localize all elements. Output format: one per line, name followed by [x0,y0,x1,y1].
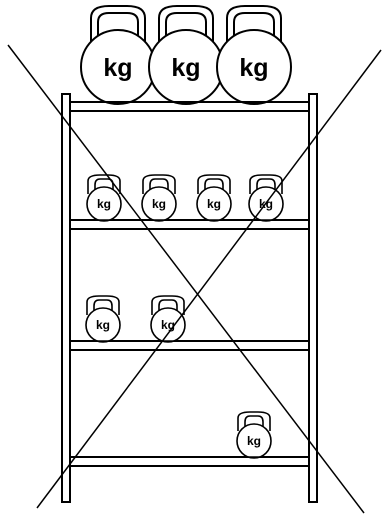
kettlebell: kg [80,5,156,105]
rack-left-post [61,93,71,503]
kettlebell-handle-outer [237,411,271,431]
shelf-board-middle [69,340,310,351]
shelf-board-upper [69,219,310,230]
kettlebell: kg [148,5,224,105]
kettlebell-handle-inner [204,178,224,194]
kettlebell-handle-inner [165,12,207,44]
cross-line-descending [7,44,365,514]
shelf-board-bottom [69,456,310,467]
kettlebell: kg [248,174,284,222]
kettlebell-handle-outer [158,5,214,44]
kettlebell-weight-label: kg [171,54,200,82]
kettlebell: kg [85,295,121,343]
kettlebell: kg [86,174,122,222]
kettlebell-handle-inner [97,12,139,44]
kettlebell: kg [196,174,232,222]
kettlebell-body [150,307,186,343]
kettlebell-handle-inner [256,178,276,194]
kettlebell-handle-outer [249,174,283,194]
kettlebell-handle-outer [226,5,282,44]
kettlebell-handle-inner [93,299,113,315]
kettlebell-weight-label: kg [97,197,111,211]
kettlebell-handle-inner [244,415,264,431]
kettlebell: kg [150,295,186,343]
kettlebell-handle-inner [158,299,178,315]
kettlebell-handle-outer [86,295,120,315]
kettlebell-body [196,186,232,222]
cross-line-ascending [36,49,382,509]
kettlebells-group: kg kg kg kg kg kg kg kg kg kg [80,5,292,459]
kettlebell-weight-label: kg [239,54,268,82]
kettlebell-weight-label: kg [247,434,261,448]
kettlebell-handle-outer [90,5,146,44]
kettlebell-handle-outer [197,174,231,194]
kettlebell-body [216,29,292,105]
shelf-rack [61,93,318,503]
kettlebell-handle-outer [142,174,176,194]
kettlebell: kg [141,174,177,222]
kettlebell-handle-outer [151,295,185,315]
kettlebell-weight-label: kg [207,197,221,211]
rack-right-post [308,93,318,503]
kettlebell-weight-label: kg [103,54,132,82]
kettlebell-weight-label: kg [161,318,175,332]
kettlebell-handle-inner [149,178,169,194]
kettlebell-handle-outer [87,174,121,194]
kettlebell-body [141,186,177,222]
kettlebell-weight-label: kg [96,318,110,332]
kettlebell: kg [216,5,292,105]
kettlebell: kg [236,411,272,459]
kettlebell-body [85,307,121,343]
kettlebell-handle-inner [233,12,275,44]
kettlebell-body [236,423,272,459]
kettlebell-body [86,186,122,222]
kettlebell-weight-label: kg [152,197,166,211]
cross-out-mark [7,44,382,514]
